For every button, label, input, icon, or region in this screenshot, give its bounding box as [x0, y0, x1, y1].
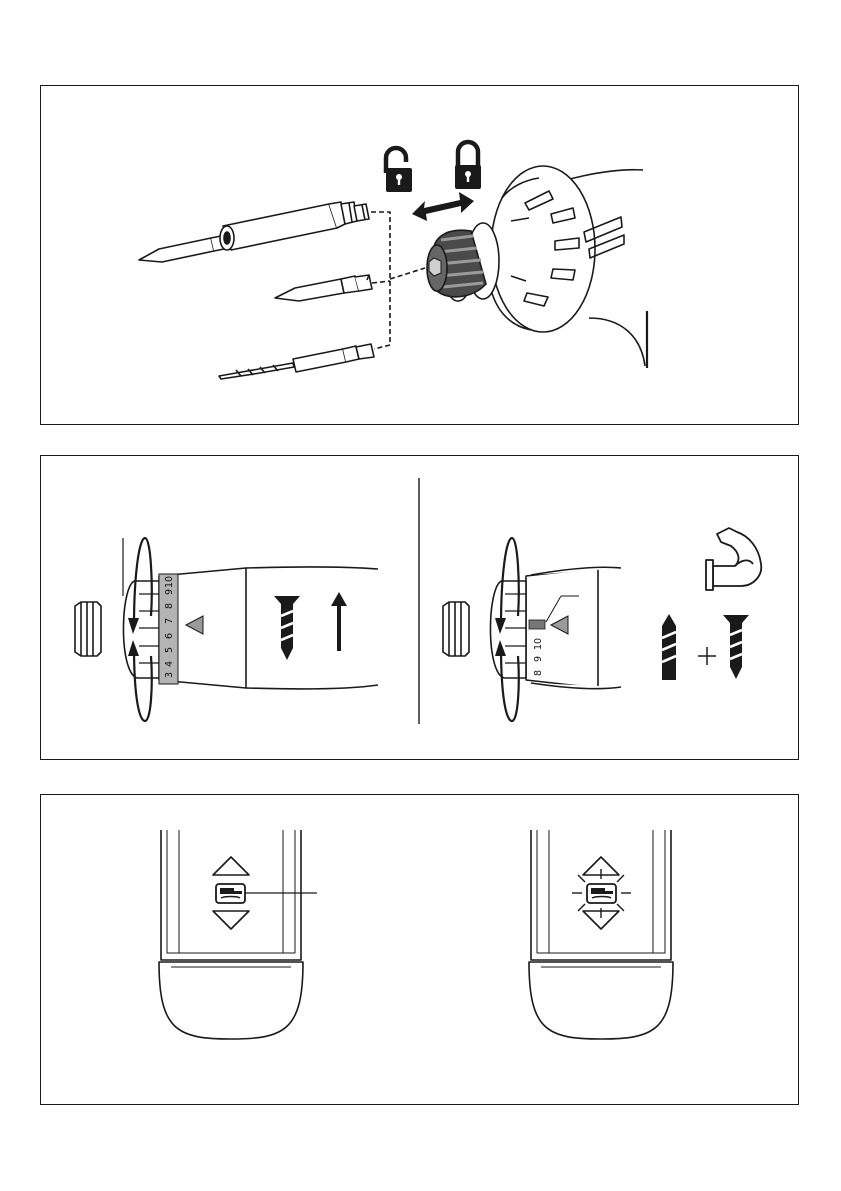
battery-illustration — [41, 795, 798, 1104]
flexed-arm-icon — [706, 528, 761, 590]
torque-number: 4 — [164, 661, 175, 667]
battery-blinking-icon — [572, 869, 631, 918]
drill-mode-mark — [529, 620, 545, 629]
bit-insertion-illustration — [41, 86, 798, 424]
torque-number: 8 — [164, 603, 175, 609]
panel-bit-insertion — [40, 85, 799, 425]
torque-number: 7 — [164, 618, 175, 624]
torque-dial-left: 3 4 5 6 7 8 9 10 — [75, 538, 378, 721]
phillips-bit — [275, 275, 372, 301]
torque-number: 8 — [533, 670, 544, 676]
lock-icon — [455, 142, 481, 189]
double-arrow-icon — [412, 192, 474, 221]
drill-bit-icon — [662, 614, 676, 680]
panel-torque-settings: 3 4 5 6 7 8 9 10 — [40, 455, 799, 760]
tool-back-left — [159, 830, 303, 1039]
phillips-bit-with-holder — [139, 202, 369, 262]
torque-number: 6 — [164, 633, 175, 639]
battery-icon — [216, 884, 245, 903]
torque-number: 9 — [533, 656, 544, 662]
torque-number: 3 — [164, 672, 175, 678]
panel-battery-indicator — [40, 794, 799, 1105]
torque-dial-right: 8 9 10 — [443, 528, 761, 721]
screw-icon — [723, 615, 749, 679]
plus-icon — [698, 647, 716, 665]
torque-number: 10 — [164, 576, 175, 588]
drill-bit-long — [219, 344, 374, 379]
tool-back-right — [529, 830, 673, 1039]
unlock-icon — [386, 148, 412, 192]
arrow-up-icon — [331, 592, 347, 651]
screw-icon — [274, 596, 300, 660]
torque-number: 9 — [164, 589, 175, 595]
torque-number: 10 — [533, 638, 544, 650]
torque-illustration: 3 4 5 6 7 8 9 10 — [41, 456, 798, 759]
torque-scale-right: 8 9 10 — [533, 638, 544, 676]
torque-number: 5 — [164, 647, 175, 653]
